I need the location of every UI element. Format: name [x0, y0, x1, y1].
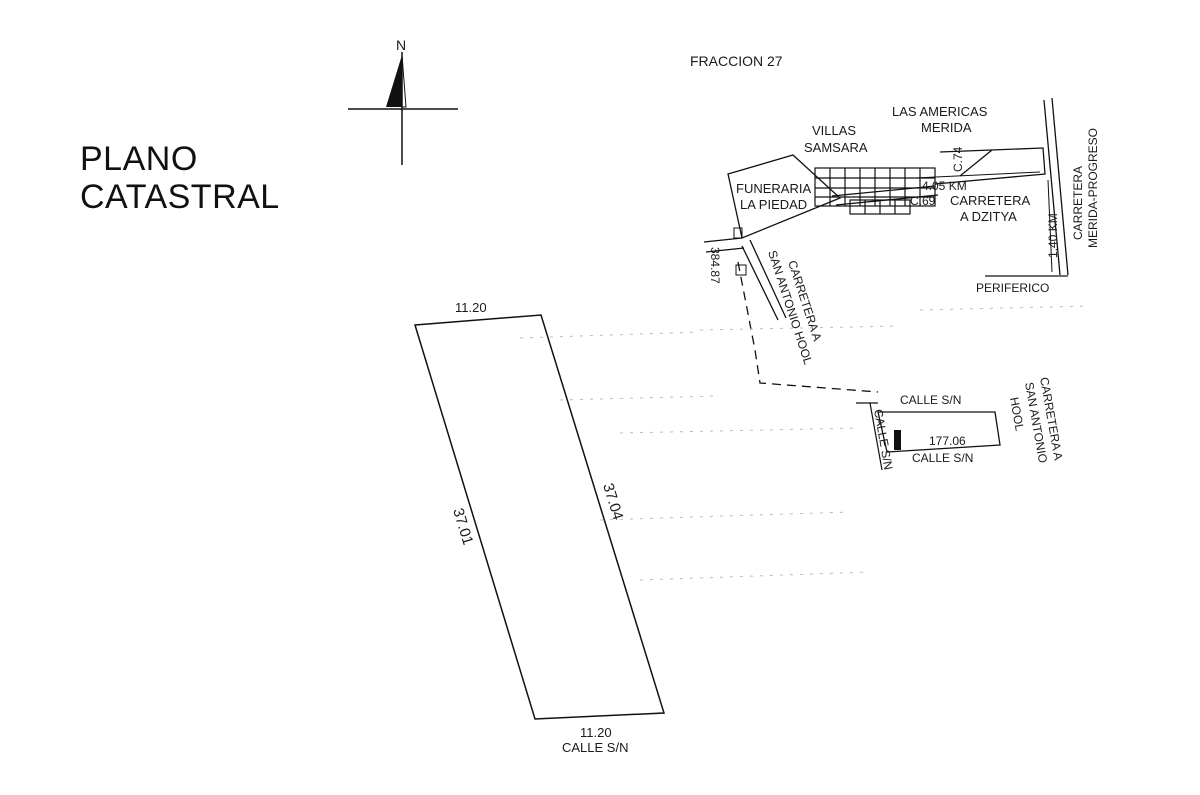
- dist-140-label: 1.40 KM: [1046, 213, 1060, 258]
- villas-label-2: SAMSARA: [804, 140, 868, 155]
- inset-plot: [877, 411, 1001, 453]
- urban-grid: [814, 167, 936, 215]
- periferico-label: PERIFERICO: [976, 281, 1049, 295]
- merida-progreso-label-2: MERIDA-PROGRESO: [1086, 128, 1100, 248]
- americas-label-2: MERIDA: [921, 120, 972, 135]
- inset-length: 177.06: [929, 434, 966, 448]
- funeraria-label-2: LA PIEDAD: [740, 197, 807, 212]
- inset-calle-left: CALLE S/N: [871, 408, 895, 471]
- dzitya-label-2: A DZITYA: [960, 209, 1017, 224]
- lot-polygon: [414, 314, 666, 720]
- americas-label-1: LAS AMERICAS: [892, 104, 988, 119]
- fraction-label: FRACCION 27: [690, 53, 783, 69]
- inset-lot-marker: [894, 430, 901, 450]
- inset-calle-top: CALLE S/N: [900, 393, 961, 407]
- merida-progreso-label-1: CARRETERA: [1071, 166, 1085, 240]
- villas-label-1: VILLAS: [812, 123, 856, 138]
- plan-title-line1: PLANO: [80, 140, 198, 178]
- dist-405-label: 4.05 KM: [922, 179, 967, 193]
- dist-38487-label: 384.87: [708, 247, 722, 284]
- inset-san-antonio-3: HOOL: [1007, 396, 1027, 432]
- plan-title: PLANO CATASTRAL: [80, 140, 280, 216]
- dzitya-label-1: CARRETERA: [950, 193, 1031, 208]
- lot-bottom-street: CALLE S/N: [562, 740, 628, 755]
- location-map: [703, 97, 1069, 471]
- inset-calle-bottom: CALLE S/N: [912, 451, 973, 465]
- plan-title-line2: CATASTRAL: [80, 178, 280, 216]
- lot-bottom-width: 11.20: [580, 725, 612, 740]
- north-arrow-icon: [348, 52, 458, 165]
- c69-label: C.69: [910, 194, 936, 208]
- funeraria-label-1: FUNERARIA: [736, 181, 811, 196]
- scan-artifacts: [519, 305, 1091, 581]
- lot-top-width: 11.20: [455, 300, 487, 315]
- c74-label: C.74: [951, 146, 965, 172]
- north-label: N: [396, 37, 406, 53]
